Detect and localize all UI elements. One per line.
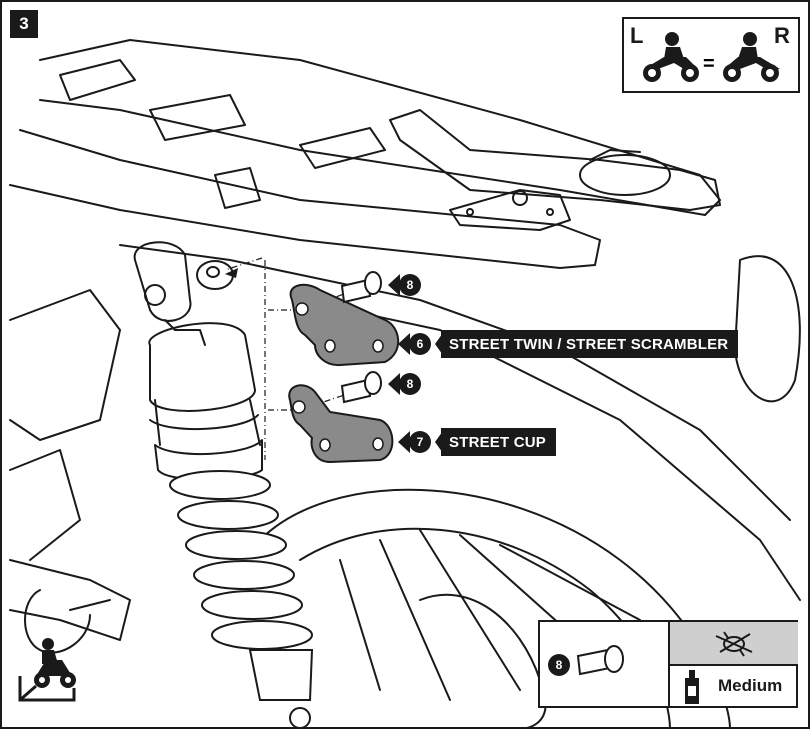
step-number: 3 <box>19 14 29 33</box>
bolt-upper <box>340 271 382 304</box>
bolt-lower <box>340 371 382 404</box>
fastener-legend: 8 <box>538 620 798 708</box>
left-letter: L <box>630 23 644 48</box>
callout-number: 7 <box>409 431 431 453</box>
callout-label-street-twin: STREET TWIN / STREET SCRAMBLER <box>441 330 739 358</box>
callout-6: 6 STREET TWIN / STREET SCRAMBLER <box>398 330 739 358</box>
threadlock-strength: Medium <box>718 676 783 695</box>
threadlock-bottle-icon <box>685 670 699 704</box>
left-right-indicator: L R = <box>622 17 800 93</box>
equals-sign: = <box>703 53 715 75</box>
legend-threadlock: Medium <box>668 622 798 706</box>
callout-number: 6 <box>409 333 431 355</box>
legend-part: 8 <box>540 622 668 706</box>
bolt-icon <box>576 645 624 676</box>
step-number-badge: 3 <box>10 10 38 38</box>
work-position-icon <box>18 638 76 702</box>
callout-label-street-cup: STREET CUP <box>441 428 557 456</box>
callout-number: 8 <box>399 373 421 395</box>
callout-8-upper: 8 <box>388 274 421 296</box>
callout-number: 8 <box>399 274 421 296</box>
callout-8-lower: 8 <box>388 373 421 395</box>
no-grease-icon <box>715 631 753 657</box>
bracket-plate-6 <box>289 283 400 367</box>
legend-part-number: 8 <box>548 654 570 676</box>
threadlock-cell: Medium <box>670 666 798 706</box>
no-grease-cell <box>670 622 798 666</box>
callout-7: 7 STREET CUP <box>398 428 557 456</box>
motorcycle-icon <box>643 32 780 82</box>
bracket-plate-7 <box>288 384 394 464</box>
right-letter: R <box>774 23 790 48</box>
